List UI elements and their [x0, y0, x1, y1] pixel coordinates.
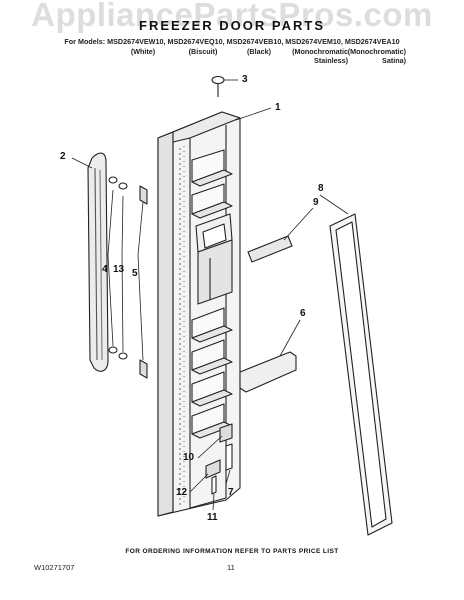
callout-2: 2 — [60, 151, 66, 162]
door-assembly-part — [157, 111, 241, 517]
door-cradle-part — [239, 351, 297, 393]
variant-biscuit: (Biscuit) — [188, 47, 218, 56]
leader-lines — [71, 79, 349, 511]
handle-mount-hardware — [108, 176, 148, 379]
ordering-note: FOR ORDERING INFORMATION REFER TO PARTS … — [125, 548, 339, 555]
page-title: FREEZER DOOR PARTS — [139, 18, 325, 33]
model-list: For Models: MSD2674VEW10, MSD2674VEQ10, … — [64, 37, 400, 46]
page-number: 11 — [227, 563, 235, 572]
variant-stainless: (Monochromatic Stainless) — [292, 47, 348, 65]
top-screw-part — [211, 75, 225, 97]
callout-9: 9 — [313, 197, 319, 208]
callout-7: 7 — [228, 487, 234, 498]
callout-3: 3 — [242, 74, 248, 85]
watermark: AppliancePartsPros.com — [31, 0, 433, 33]
door-handle-part — [87, 152, 109, 372]
callout-11: 11 — [207, 512, 218, 523]
door-gasket-part — [329, 213, 393, 536]
callout-13: 13 — [113, 264, 125, 275]
callout-12: 12 — [176, 487, 188, 498]
callout-8: 8 — [318, 183, 324, 194]
hinge-cam-parts — [205, 423, 233, 495]
variant-satina: (Monochromatic) Satina) — [347, 47, 406, 65]
variant-black: (Black) — [247, 47, 271, 56]
variant-white: (White) — [130, 47, 156, 56]
callout-6: 6 — [300, 308, 306, 319]
trim-strip-part — [247, 235, 293, 263]
callout-1: 1 — [275, 102, 281, 113]
callout-5: 5 — [132, 268, 138, 279]
callout-4: 4 — [102, 264, 108, 275]
document-number: W10271707 — [34, 563, 75, 572]
callout-10: 10 — [183, 452, 195, 463]
